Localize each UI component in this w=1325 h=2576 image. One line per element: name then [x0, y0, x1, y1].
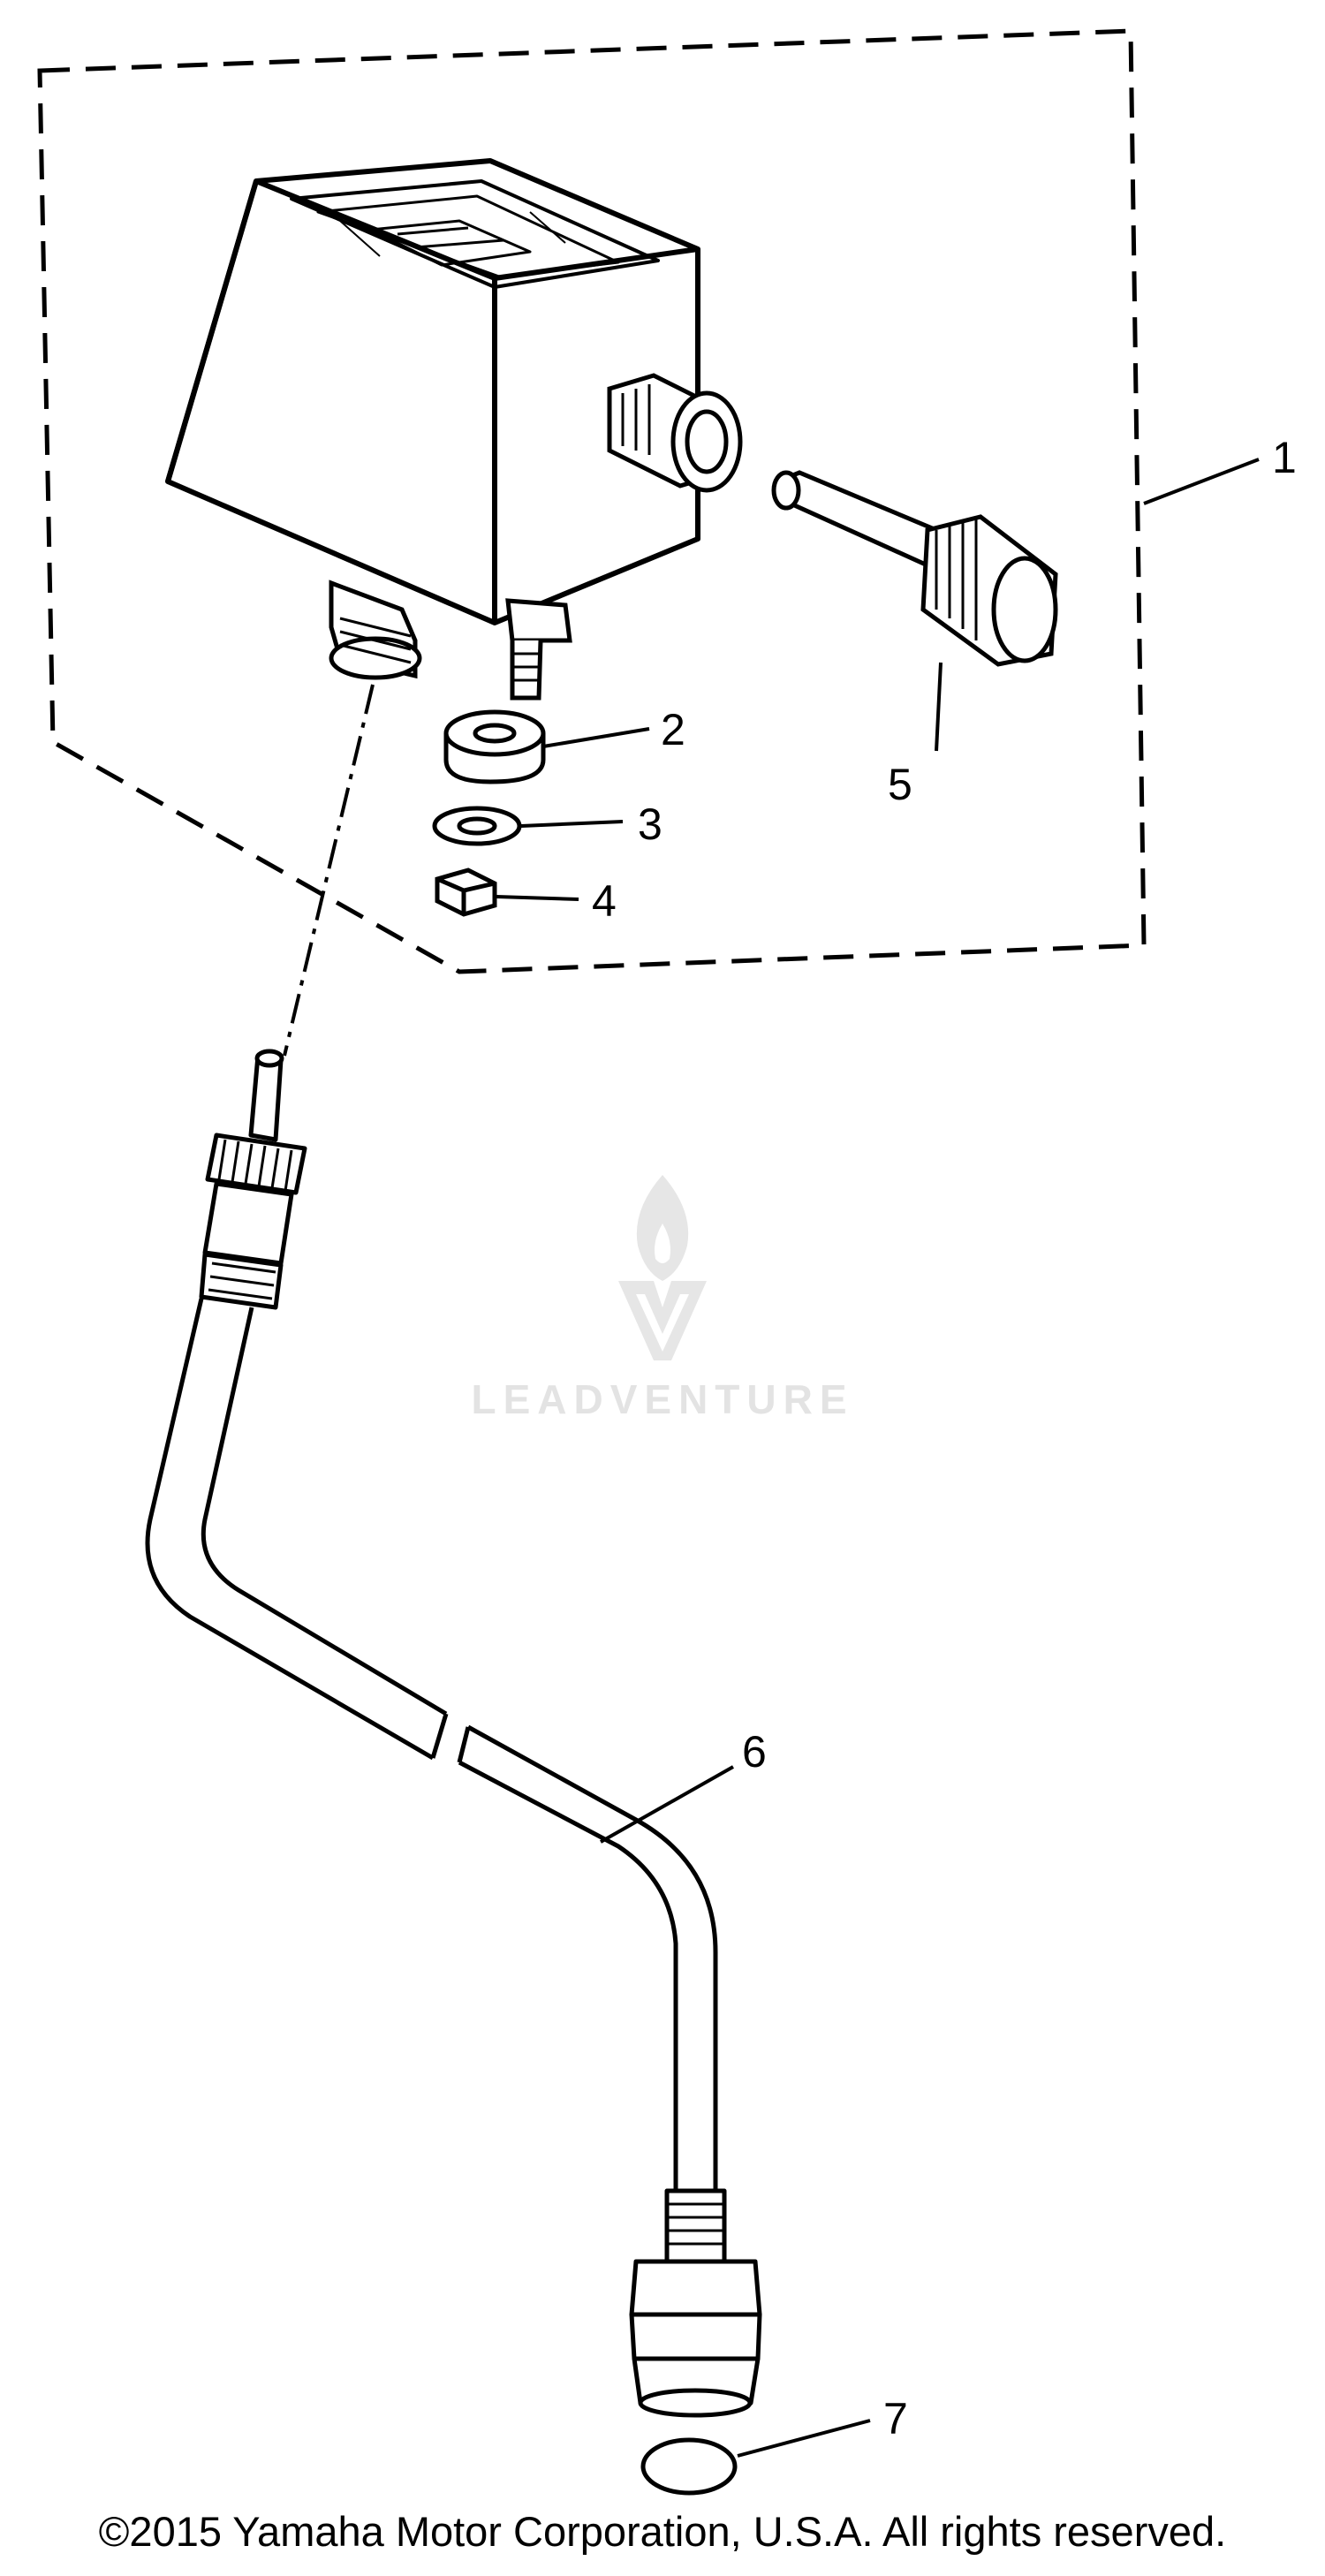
leader-5	[935, 662, 943, 752]
reset-knob	[771, 470, 1058, 667]
leader-3	[520, 820, 624, 828]
washer	[432, 806, 522, 846]
meter-cable-fitting	[329, 580, 422, 680]
grommet	[443, 709, 546, 784]
callout-2: 2	[661, 705, 685, 754]
leader-6	[600, 1765, 734, 1844]
reset-fitting	[607, 373, 743, 493]
copyright-notice: ©2015 Yamaha Motor Corporation, U.S.A. A…	[98, 2508, 1227, 2555]
leader-7	[737, 2419, 871, 2458]
callout-4: 4	[592, 876, 617, 926]
o-ring	[640, 2437, 738, 2496]
v-logo-icon	[618, 1281, 707, 1360]
callout-3: 3	[638, 799, 662, 849]
leader-4	[496, 895, 579, 901]
meter-housing	[165, 158, 700, 625]
watermark-text: LEADVENTURE	[471, 1376, 853, 1422]
nut	[435, 868, 497, 917]
mounting-stud	[505, 598, 572, 701]
callout-5: 5	[888, 760, 912, 809]
meter-cable	[145, 1049, 762, 2418]
callout-1: 1	[1272, 433, 1297, 482]
leader-2	[542, 727, 650, 748]
leader-1	[1143, 458, 1260, 505]
leadventure-watermark: LEADVENTURE	[471, 1175, 853, 1422]
leader-lines	[496, 458, 1260, 2458]
callout-6: 6	[742, 1727, 767, 1777]
assembly-center-line	[283, 684, 375, 1057]
assembly-boundary	[37, 28, 1147, 974]
callout-7: 7	[883, 2394, 908, 2443]
flame-icon	[636, 1175, 689, 1281]
